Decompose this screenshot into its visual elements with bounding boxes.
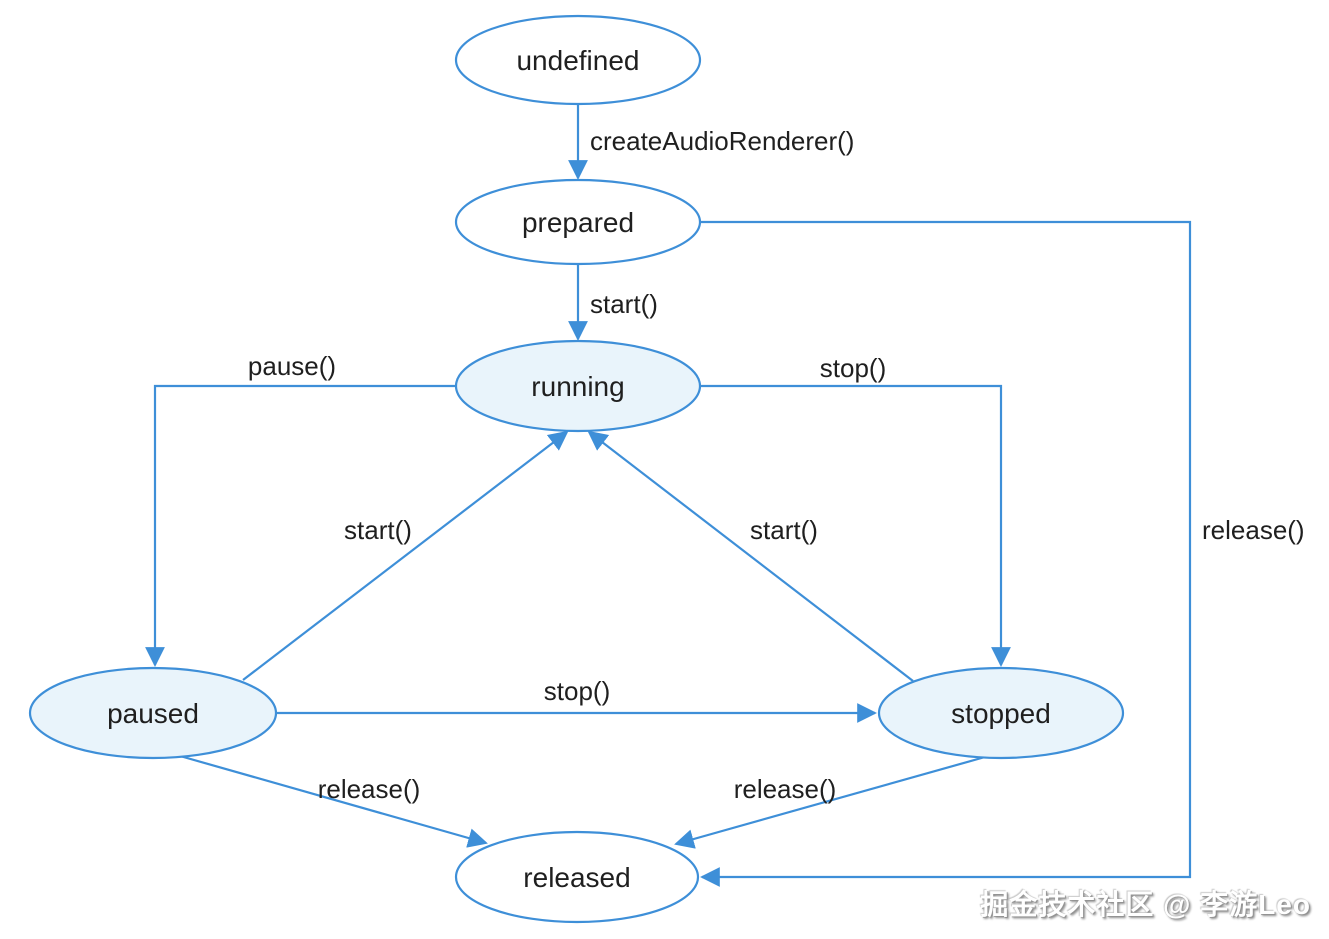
edge-label-stop-middle: stop() [544,676,610,706]
state-node-prepared: prepared [454,178,702,266]
edge-label-create-audio-renderer: createAudioRenderer() [590,126,854,156]
edges-layer [145,104,1192,887]
state-label-released: released [523,862,630,893]
edge-running-to-paused [145,384,456,667]
edge-label-stop-top: stop() [820,353,886,383]
edge-stopped-to-running [587,430,914,682]
state-label-running: running [531,371,624,402]
state-label-prepared: prepared [522,207,634,238]
state-node-paused: paused [28,666,278,760]
state-label-paused: paused [107,698,199,729]
edge-label-release-right: release() [734,774,837,804]
edge-paused-to-released [179,754,488,848]
edge-label-pause: pause() [248,351,336,381]
edge-stopped-to-released [674,755,986,849]
edge-label-release-left: release() [318,774,421,804]
edge-label-start-prepared: start() [590,289,658,319]
state-ellipse-released [454,830,700,924]
edge-label-start-left: start() [344,515,412,545]
state-label-undefined: undefined [516,45,639,76]
edge-paused-to-running [242,430,569,681]
edge-labels-layer: createAudioRenderer() start() pause() st… [248,126,1305,804]
state-node-released: released [454,830,700,924]
state-ellipse-stopped [877,666,1125,760]
state-ellipse-prepared [454,178,702,266]
edge-label-release-far-right: release() [1202,515,1305,545]
nodes-layer: undefined prepared running paused stoppe… [28,14,1125,924]
state-node-undefined: undefined [454,14,702,106]
state-ellipse-undefined [454,14,702,106]
state-label-stopped: stopped [951,698,1051,729]
edge-label-start-right: start() [750,515,818,545]
state-node-running: running [454,339,702,433]
state-ellipse-paused [28,666,278,760]
watermark: 掘金技术社区 @ 李游Leo [980,889,1311,920]
edge-prepared-to-released [700,220,1192,887]
edge-running-to-stopped [700,384,1011,667]
state-ellipse-running [454,339,702,433]
state-node-stopped: stopped [877,666,1125,760]
